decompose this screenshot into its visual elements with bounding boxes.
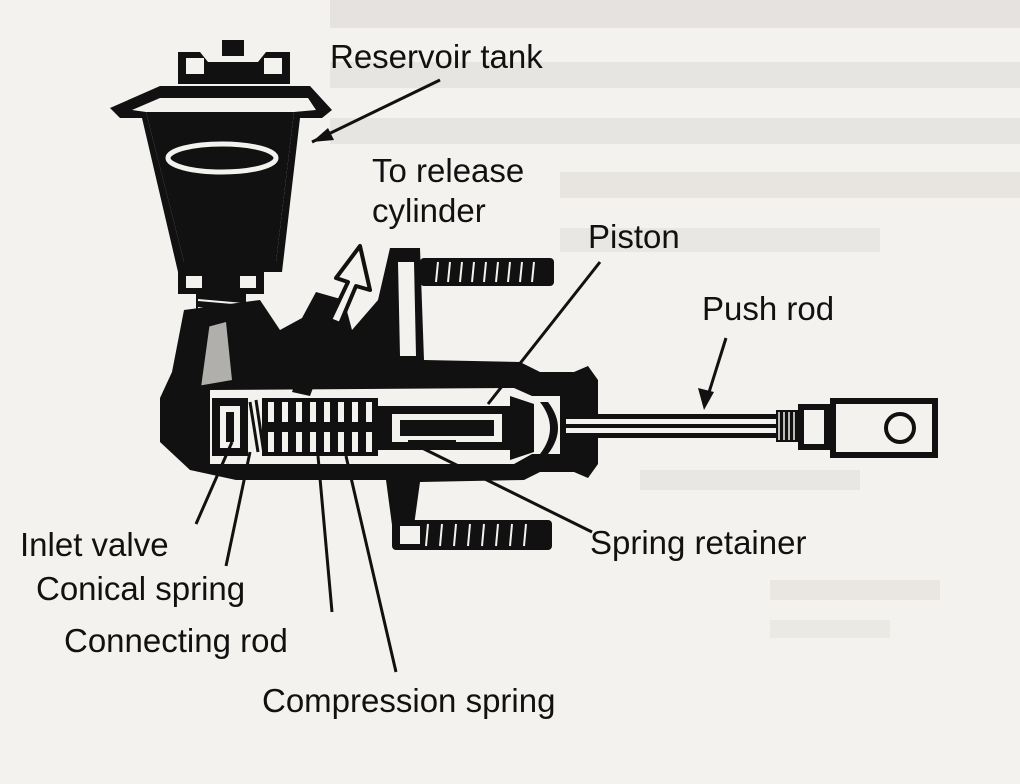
spring-retainer — [408, 440, 456, 450]
compression-spring — [262, 398, 382, 456]
leader-connecting-rod — [316, 455, 334, 613]
label-reservoir-tank: Reservoir tank — [330, 38, 543, 75]
label-to-release-line2: cylinder — [372, 192, 486, 229]
leader-lines — [194, 78, 728, 673]
leader-spring-retainer — [417, 444, 593, 534]
leader-inlet-valve — [194, 441, 234, 525]
bleed-through-texture — [330, 0, 1020, 638]
leader-conical-spring — [224, 451, 252, 567]
label-spring-retainer: Spring retainer — [590, 524, 806, 561]
label-piston: Piston — [588, 218, 680, 255]
label-conical-spring: Conical spring — [36, 570, 245, 607]
leader-compression-spring — [344, 455, 398, 673]
label-compression-spring: Compression spring — [262, 682, 555, 719]
leader-piston — [486, 261, 602, 405]
push-rod — [560, 398, 938, 458]
label-to-release-line1: To release — [372, 152, 524, 189]
piston — [378, 396, 558, 460]
label-push-rod: Push rod — [702, 290, 834, 327]
reservoir-tank — [110, 40, 332, 338]
flow-arrow-icon — [328, 244, 372, 326]
label-connecting-rod: Connecting rod — [64, 622, 288, 659]
label-inlet-valve: Inlet valve — [20, 526, 169, 563]
leader-reservoir-tank — [311, 78, 441, 144]
